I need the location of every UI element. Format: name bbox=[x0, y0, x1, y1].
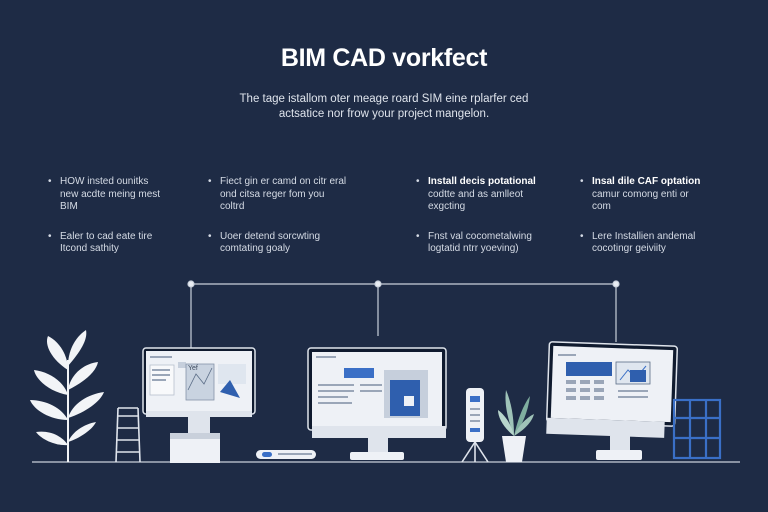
item-text: coltrd bbox=[220, 201, 245, 212]
list-item: • Fiect gin er camd on citr eral ond cit… bbox=[208, 176, 358, 214]
item-text: Lere Installien andemal bbox=[592, 230, 696, 242]
monitor-2 bbox=[307, 347, 447, 460]
item-text: cocotingr geiviity bbox=[592, 243, 666, 254]
item-text: ond citsa reger fom you bbox=[220, 188, 325, 200]
feature-column-1: • HOW insted ounitks new acdte meing mes… bbox=[48, 176, 198, 273]
item-text: Itcond sathity bbox=[60, 243, 119, 254]
bullet-icon: • bbox=[208, 176, 212, 187]
connector-lines bbox=[187, 280, 620, 348]
bullet-icon: • bbox=[48, 176, 52, 187]
tower-device-icon bbox=[461, 388, 489, 463]
feature-column-3: • Install decis potational codtte and as… bbox=[416, 176, 566, 273]
list-item: • Install decis potational codtte and as… bbox=[416, 176, 566, 214]
list-item: • Insal dile CAF optation camur comong e… bbox=[580, 176, 730, 214]
plant-icon bbox=[30, 330, 104, 462]
list-item: • Fnst val cocometalwing logtatid ntrr y… bbox=[416, 231, 566, 256]
item-text: comtating goaly bbox=[220, 243, 291, 254]
feature-column-4: • Insal dile CAF optation camur comong e… bbox=[580, 176, 730, 273]
item-text: logtatid ntrr yoeving) bbox=[428, 243, 519, 254]
bullet-icon: • bbox=[580, 176, 584, 187]
bullet-icon: • bbox=[580, 230, 584, 242]
ladder-icon bbox=[115, 407, 141, 463]
subtitle-line-1: The tage istallom oter meage roard SIM e… bbox=[239, 93, 529, 105]
item-text: HOW insted ounitks bbox=[60, 176, 149, 187]
item-text: com bbox=[592, 201, 611, 212]
subtitle-line-2: actsatice nor frow your project mangelon… bbox=[278, 108, 490, 120]
list-item: • HOW insted ounitks new acdte meing mes… bbox=[48, 176, 198, 214]
item-text: new acdte meing mest bbox=[60, 188, 161, 200]
item-text: codtte and as amlleot bbox=[428, 188, 524, 200]
item-text: exgcting bbox=[428, 201, 466, 212]
item-text: Uoer detend sorcwting bbox=[220, 230, 321, 242]
feature-column-2: • Fiect gin er camd on citr eral ond cit… bbox=[208, 176, 358, 273]
item-text: camur comong enti or bbox=[592, 188, 689, 200]
item-text: Fnst val cocometalwing bbox=[428, 230, 532, 242]
bullet-icon: • bbox=[48, 230, 52, 242]
page-title: BIM CAD vorkfect bbox=[280, 44, 488, 72]
bullet-icon: • bbox=[416, 176, 420, 187]
monitor-1 bbox=[142, 347, 256, 463]
list-item: • Uoer detend sorcwting comtating goaly bbox=[208, 231, 358, 256]
potted-plant-icon bbox=[498, 390, 534, 462]
bullet-icon: • bbox=[208, 230, 212, 242]
page-subtitle: The tage istallom oter meage roard SIM e… bbox=[214, 92, 554, 122]
bullet-icon: • bbox=[416, 230, 420, 242]
item-text: Insal dile CAF optation bbox=[592, 176, 701, 187]
item-text: Ealer to cad eate tire bbox=[60, 230, 153, 242]
item-text: Fiect gin er camd on citr eral bbox=[220, 176, 347, 187]
list-item: • Ealer to cad eate tire Itcond sathity bbox=[48, 231, 198, 256]
monitor-1-tab-label: Yef bbox=[188, 365, 198, 372]
shelving-icon bbox=[672, 398, 722, 460]
monitor-3 bbox=[545, 341, 679, 460]
list-item: • Lere Installien andemal cocotingr geiv… bbox=[580, 231, 730, 256]
mouse-icon bbox=[256, 450, 316, 459]
item-text: Install decis potational bbox=[428, 176, 536, 187]
item-text: BIM bbox=[60, 201, 78, 212]
